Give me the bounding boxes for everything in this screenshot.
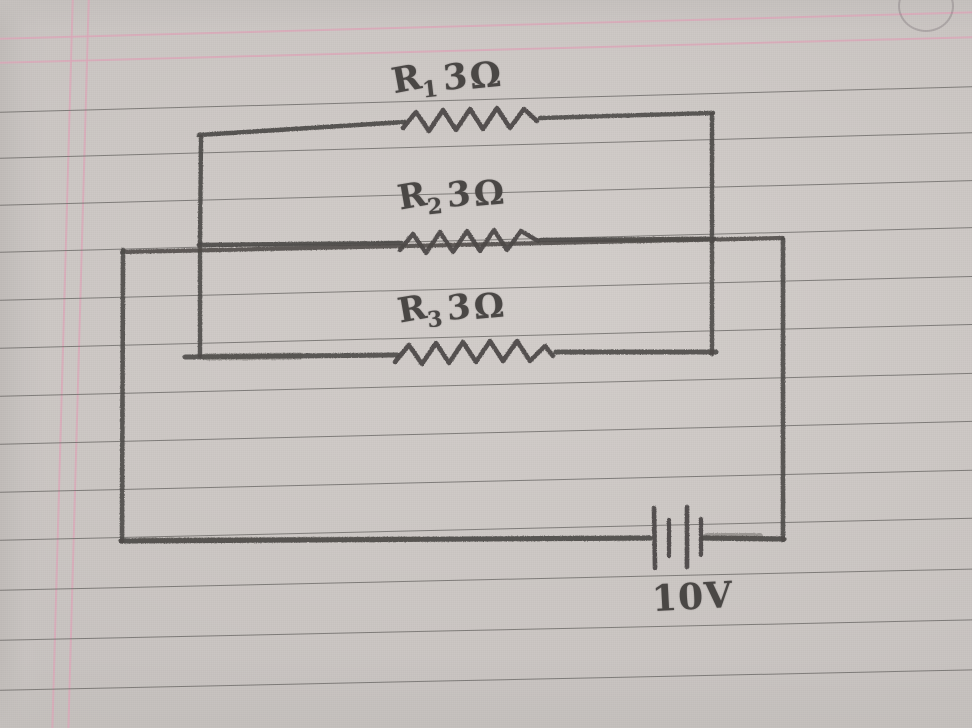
wire-top-left xyxy=(196,119,407,138)
wire-top-right xyxy=(537,110,716,121)
resistor-r1-label-value: 3 xyxy=(441,54,469,100)
resistor-r1-label-unit: Ω xyxy=(467,53,503,98)
smudge-bottom-branch xyxy=(201,352,304,361)
resistor-r3-label: R33Ω xyxy=(394,285,506,334)
wire-outer-left xyxy=(119,247,126,544)
resistor-r3-label-value: 3 xyxy=(446,286,473,330)
resistor-r2-label-value: 3 xyxy=(446,173,473,217)
resistor-r2-label-subscript: 2 xyxy=(425,193,445,221)
smudge-mid-right xyxy=(617,236,713,243)
battery-plate-long-1 xyxy=(651,505,658,571)
resistor-r3-label-subscript: 3 xyxy=(425,306,445,334)
resistor-r3-label-prefix: R xyxy=(394,287,430,332)
resistor-r1-zigzag xyxy=(400,105,540,134)
resistor-r1-label-prefix: R xyxy=(388,56,426,103)
paper-left-shading xyxy=(0,0,46,728)
resistor-r1-label-subscript: 1 xyxy=(420,76,440,104)
resistor-r2-label-unit: Ω xyxy=(471,172,506,215)
resistor-r2-label-prefix: R xyxy=(394,174,430,219)
resistor-r1-label: R13Ω xyxy=(388,53,503,105)
smudge-bottom-rail xyxy=(137,536,423,543)
resistor-r2-zigzag xyxy=(397,227,541,256)
resistor-r2-label: R23Ω xyxy=(394,172,506,221)
resistor-r3-zigzag xyxy=(392,338,556,367)
paper-bottom-shading xyxy=(0,658,972,728)
wire-left-inner-upper xyxy=(197,134,204,246)
wire-mid-left xyxy=(196,240,404,248)
resistor-r3-label-unit: Ω xyxy=(471,285,506,328)
battery-voltage-label: 10V xyxy=(650,573,735,621)
